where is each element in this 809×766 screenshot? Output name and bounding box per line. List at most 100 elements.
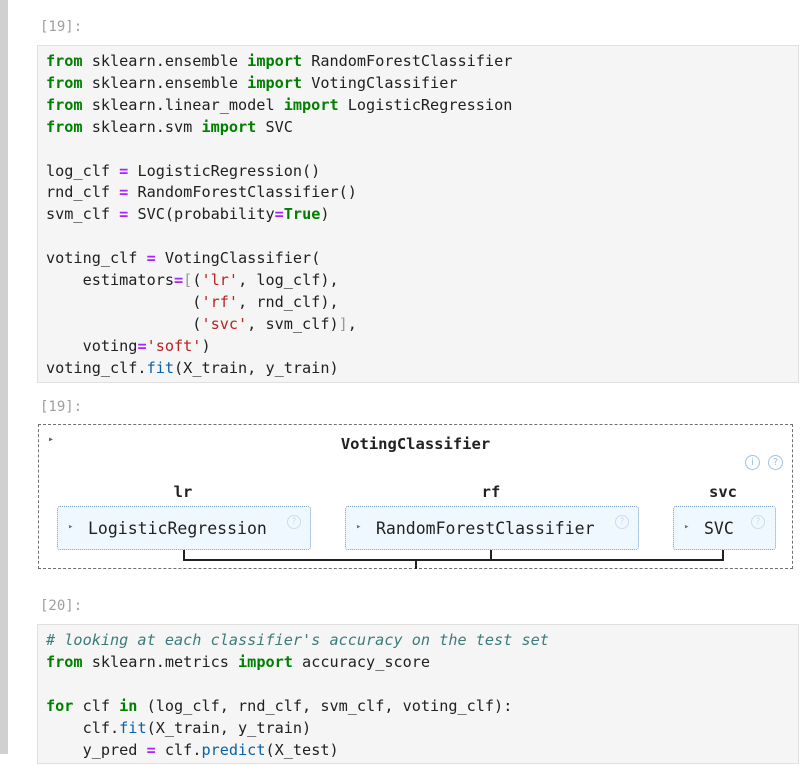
help-icon[interactable]: ? xyxy=(768,455,783,470)
code-line[interactable] xyxy=(46,674,790,696)
code-token: 'rf' xyxy=(201,292,239,311)
voting-classifier-widget: ▸ VotingClassifier i ? lr rf svc ▸ Logis… xyxy=(38,424,793,569)
triangle-right-icon[interactable]: ▸ xyxy=(356,522,362,532)
code-token: voting_clf xyxy=(46,249,147,268)
code-token: ( xyxy=(46,292,202,311)
help-icon[interactable]: ? xyxy=(287,515,301,529)
code-token: sklearn.linear_model xyxy=(82,95,284,114)
code-line[interactable]: ('svc', svm_clf)], xyxy=(46,314,790,336)
code-line[interactable]: y_pred = clf.predict(X_test) xyxy=(46,740,790,762)
code-cell-20[interactable]: # looking at each classifier's accuracy … xyxy=(37,624,799,764)
connector-line xyxy=(183,550,185,561)
code-token: , rnd_clf), xyxy=(238,292,339,311)
code-token: # looking at each classifier's accuracy … xyxy=(46,631,549,649)
info-icon[interactable]: i xyxy=(745,455,760,470)
code-line[interactable]: clf.fit(X_train, y_train) xyxy=(46,718,790,740)
code-line[interactable]: voting_clf.fit(X_train, y_train) xyxy=(46,358,790,380)
code-token: (log_clf, rnd_clf, svm_clf, voting_clf): xyxy=(137,696,513,715)
code-line[interactable]: for clf in (log_clf, rnd_clf, svm_clf, v… xyxy=(46,696,790,718)
code-token: from xyxy=(46,652,83,671)
code-token: estimators xyxy=(46,271,175,290)
code-line[interactable]: from sklearn.linear_model import Logisti… xyxy=(46,95,790,117)
code-line[interactable]: # looking at each classifier's accuracy … xyxy=(46,630,790,652)
code-editor[interactable]: # looking at each classifier's accuracy … xyxy=(38,625,798,766)
help-icon[interactable]: ? xyxy=(615,515,629,529)
estimator-label-svc: svc xyxy=(709,483,737,501)
code-token: (X_train, y_train) xyxy=(146,718,312,737)
code-line[interactable]: from sklearn.ensemble import VotingClass… xyxy=(46,73,790,95)
code-line[interactable]: log_clf = LogisticRegression() xyxy=(46,161,790,183)
code-token: import xyxy=(283,95,339,114)
code-token: rnd_clf xyxy=(46,183,120,202)
code-token: log_clf xyxy=(46,161,120,180)
notebook-left-border xyxy=(0,0,8,754)
code-token: (X_train, y_train) xyxy=(174,358,339,377)
estimator-name[interactable]: RandomForestClassifier xyxy=(376,519,595,538)
code-line[interactable]: estimators=[('lr', log_clf), xyxy=(46,270,790,292)
code-token: voting xyxy=(46,336,138,355)
connector-line xyxy=(415,559,417,569)
widget-title[interactable]: VotingClassifier xyxy=(340,435,491,453)
code-line[interactable]: rnd_clf = RandomForestClassifier() xyxy=(46,182,790,204)
code-token: import xyxy=(247,52,303,70)
code-token: = xyxy=(146,740,156,759)
code-token: = xyxy=(274,205,284,224)
code-token: from xyxy=(46,73,83,92)
estimator-box-lr[interactable]: ▸ LogisticRegression ? xyxy=(57,506,311,550)
triangle-right-icon[interactable]: ▸ xyxy=(48,434,55,445)
code-line[interactable]: voting_clf = VotingClassifier( xyxy=(46,248,790,270)
estimator-label-rf: rf xyxy=(481,483,501,501)
code-token: from xyxy=(46,95,83,114)
code-token: voting_clf. xyxy=(46,358,147,377)
code-token: from xyxy=(46,52,83,70)
estimator-label-lr: lr xyxy=(173,483,193,501)
code-token: ( xyxy=(46,314,202,333)
code-token: clf. xyxy=(46,718,120,737)
code-line[interactable]: ('rf', rnd_clf), xyxy=(46,292,790,314)
code-token: RandomForestClassifier xyxy=(302,52,513,70)
connector-line xyxy=(490,550,492,561)
code-token: ) xyxy=(201,336,211,355)
code-token: = xyxy=(119,183,129,202)
code-token: from xyxy=(46,117,83,136)
code-line[interactable]: from sklearn.metrics import accuracy_sco… xyxy=(46,652,790,674)
code-line[interactable] xyxy=(46,139,790,161)
code-token: ] xyxy=(338,314,348,333)
help-icon[interactable]: ? xyxy=(751,515,765,529)
code-token: accuracy_score xyxy=(292,652,431,671)
code-token: ( xyxy=(192,271,202,290)
triangle-right-icon[interactable]: ▸ xyxy=(68,522,74,532)
code-token: , svm_clf) xyxy=(247,314,339,333)
code-line[interactable]: voting='soft') xyxy=(46,336,790,358)
code-token: fit xyxy=(119,718,147,737)
triangle-right-icon[interactable]: ▸ xyxy=(684,522,690,532)
code-line[interactable]: from sklearn.ensemble import RandomFores… xyxy=(46,51,790,73)
code-token: sklearn.ensemble xyxy=(82,73,248,92)
code-token: for xyxy=(46,696,74,715)
estimator-name[interactable]: LogisticRegression xyxy=(88,519,267,538)
code-cell-19[interactable]: from sklearn.ensemble import RandomFores… xyxy=(37,45,799,383)
code-token: import xyxy=(238,652,293,671)
code-token: = xyxy=(146,249,156,268)
code-token: sklearn.ensemble xyxy=(82,52,248,70)
code-token: in xyxy=(119,696,138,715)
estimator-name[interactable]: SVC xyxy=(704,519,734,538)
code-token: [ xyxy=(183,271,193,290)
code-token: 'lr' xyxy=(201,271,239,290)
code-token: svm_clf xyxy=(46,205,120,224)
code-token: sklearn.svm xyxy=(82,117,202,136)
code-token: SVC(probability xyxy=(128,205,275,224)
code-token: RandomForestClassifier() xyxy=(128,183,357,202)
code-token: clf. xyxy=(155,740,202,759)
code-line[interactable]: svm_clf = SVC(probability=True) xyxy=(46,204,790,226)
code-token: , xyxy=(347,314,357,333)
code-editor[interactable]: from sklearn.ensemble import RandomFores… xyxy=(38,46,798,385)
cell-prompt: [20]: xyxy=(40,598,83,614)
estimator-box-svc[interactable]: ▸ SVC ? xyxy=(673,506,776,550)
code-token: = xyxy=(174,271,184,290)
code-token: ) xyxy=(320,205,330,224)
code-line[interactable]: from sklearn.svm import SVC xyxy=(46,117,790,139)
cell-prompt: [19]: xyxy=(40,19,83,35)
estimator-box-rf[interactable]: ▸ RandomForestClassifier ? xyxy=(345,506,639,550)
code-line[interactable] xyxy=(46,226,790,248)
